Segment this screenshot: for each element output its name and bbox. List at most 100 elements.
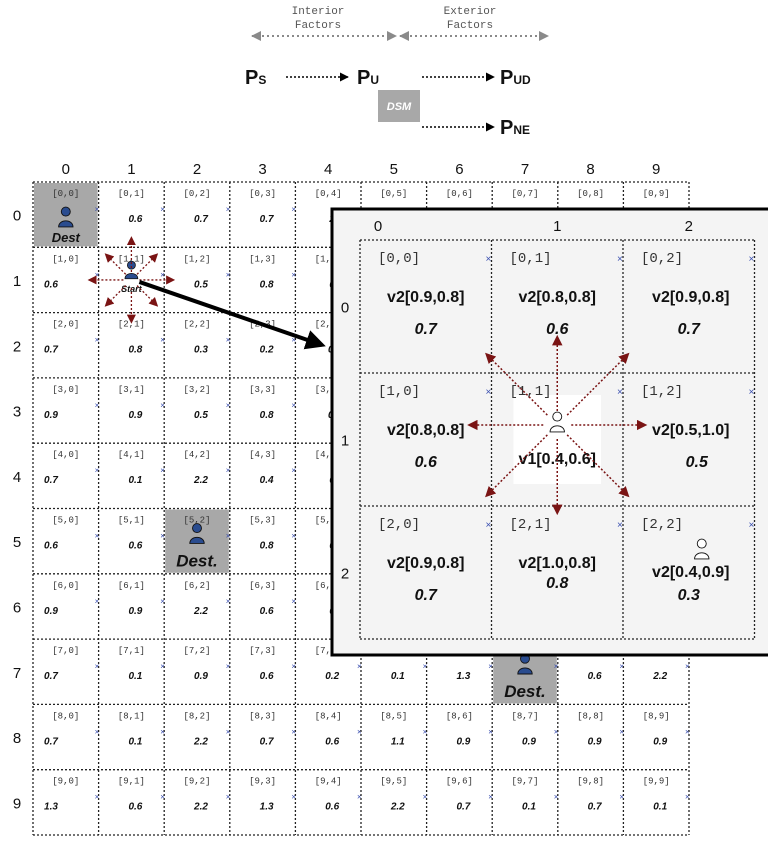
cell-value: 0.9: [653, 736, 667, 747]
cell-coordinate: [2,4]: [315, 320, 342, 330]
grid-cell: [9,4]0.6×: [315, 777, 362, 813]
cell-value: 0.7: [456, 802, 470, 813]
grid-cell: [8,3]0.7×: [249, 711, 296, 747]
marker-x-icon: ×: [95, 270, 100, 279]
zoom-column-label: 0: [374, 218, 382, 235]
marker-x-icon: ×: [291, 662, 296, 671]
cell-coordinate: [0,0]: [52, 189, 79, 199]
marker-x-icon: ×: [291, 727, 296, 736]
marker-x-icon: ×: [486, 254, 492, 265]
marker-x-icon: ×: [291, 466, 296, 475]
row-label: 0: [13, 208, 21, 225]
cell-coordinate: [7,2]: [183, 646, 210, 656]
cell-value: 0.8: [260, 410, 274, 421]
row-label: 7: [13, 665, 21, 682]
cell-coordinate: [2,0]: [52, 320, 79, 330]
marker-x-icon: ×: [226, 597, 231, 606]
cell-coordinate: [1,4]: [315, 254, 342, 264]
grid-cell: [4,2]2.2×: [183, 450, 230, 486]
marker-x-icon: ×: [291, 793, 296, 802]
marker-x-icon: ×: [95, 597, 100, 606]
cell-value: 0.8: [260, 279, 274, 290]
cell-value: 0.7: [260, 736, 274, 747]
cell-coordinate: [0,8]: [577, 189, 604, 199]
cell-value: 0.9: [588, 736, 602, 747]
grid-cell: [2,1]0.8×: [118, 320, 165, 356]
zoom-cell: [1,2]v2[0.5,1.0]0.5×: [641, 384, 755, 471]
cell-value: 0.2: [325, 671, 339, 682]
marker-x-icon: ×: [357, 727, 362, 736]
zoom-cell: [2,1]v2[1.0,0.8]0.8×: [510, 517, 624, 592]
zoom-cell: [0,2]v2[0.9,0.8]0.7×: [641, 251, 755, 338]
cell-coordinate: [8,6]: [446, 711, 473, 721]
marker-x-icon: ×: [291, 401, 296, 410]
marker-x-icon: ×: [488, 793, 493, 802]
column-label: 8: [586, 161, 594, 178]
cell-coordinate: [3,4]: [315, 385, 342, 395]
grid-cell: [6,0]0.9×: [44, 581, 100, 617]
marker-x-icon: ×: [226, 662, 231, 671]
zoom-cell: [2,0]v2[0.9,0.8]0.7×: [378, 517, 492, 604]
marker-x-icon: ×: [226, 727, 231, 736]
marker-x-icon: ×: [160, 662, 165, 671]
marker-x-icon: ×: [160, 466, 165, 475]
row-label: 2: [13, 338, 21, 355]
zoom-row-label: 2: [341, 566, 349, 583]
marker-x-icon: ×: [226, 793, 231, 802]
cell-value: 0.5: [194, 279, 208, 290]
marker-x-icon: ×: [554, 727, 559, 736]
cell-value: 0.6: [325, 736, 339, 747]
cell-value: 2.2: [193, 606, 208, 617]
zoom-cell-value: 0.6: [546, 321, 568, 338]
marker-x-icon: ×: [619, 727, 624, 736]
marker-x-icon: ×: [685, 793, 690, 802]
column-label: 3: [258, 161, 266, 178]
cell-value: 0.6: [128, 802, 142, 813]
grid-cell: [1,1]×: [118, 254, 165, 279]
grid-cell: [1,3]0.8×: [249, 254, 296, 290]
grid-cell: [7,1]0.1×: [118, 646, 165, 682]
cell-value: 1.3: [456, 671, 470, 682]
cell-value: 0.7: [44, 736, 58, 747]
grid-cell: [8,8]0.9×: [577, 711, 624, 747]
cell-coordinate: [0,4]: [315, 189, 342, 199]
cell-coordinate: [8,0]: [52, 711, 79, 721]
cell-coordinate: [9,7]: [511, 777, 538, 787]
marker-x-icon: ×: [291, 597, 296, 606]
grid-cell: [4,3]0.4×: [249, 450, 296, 486]
cell-value: 0.8: [128, 345, 142, 356]
cell-value: 0.9: [522, 736, 536, 747]
marker-x-icon: ×: [488, 662, 493, 671]
grid-cell: [3,0]0.9×: [44, 385, 100, 421]
marker-x-icon: ×: [554, 662, 559, 671]
marker-x-icon: ×: [749, 254, 755, 265]
zoom-cell-coordinate: [2,0]: [378, 517, 420, 533]
cell-coordinate: [9,9]: [643, 777, 670, 787]
grid-cell: [8,6]0.9×: [446, 711, 493, 747]
zoom-cell-vector: v2[0.8,0.8]: [387, 422, 464, 439]
cell-value: 0.3: [194, 345, 208, 356]
cell-coordinate: [5,2]: [183, 516, 210, 526]
cell-value: 0.7: [44, 671, 58, 682]
cell-coordinate: [8,2]: [183, 711, 210, 721]
cell-value: 0.6: [44, 279, 58, 290]
cell-coordinate: [5,4]: [315, 516, 342, 526]
zoom-cell-vector: v2[0.9,0.8]: [387, 555, 464, 572]
zoom-cell-coordinate: [0,2]: [641, 251, 683, 267]
cell-value: 0.1: [653, 802, 667, 813]
marker-x-icon: ×: [226, 205, 231, 214]
marker-x-icon: ×: [95, 336, 100, 345]
column-label: 1: [127, 161, 135, 178]
marker-x-icon: ×: [291, 336, 296, 345]
grid-cell: [5,3]0.8×: [249, 516, 296, 552]
grid-cell: [9,7]0.1×: [511, 777, 558, 813]
cell-value: 0.1: [128, 475, 142, 486]
grid-cell: [0,3]0.7×: [249, 189, 296, 225]
zoom-cell-coordinate: [0,1]: [510, 251, 552, 267]
grid-cell: [3,1]0.9×: [118, 385, 165, 421]
cell-coordinate: [3,1]: [118, 385, 145, 395]
cell-coordinate: [0,2]: [183, 189, 210, 199]
marker-x-icon: ×: [617, 254, 623, 265]
column-label: 2: [193, 161, 201, 178]
cell-value: 0.8: [260, 541, 274, 552]
